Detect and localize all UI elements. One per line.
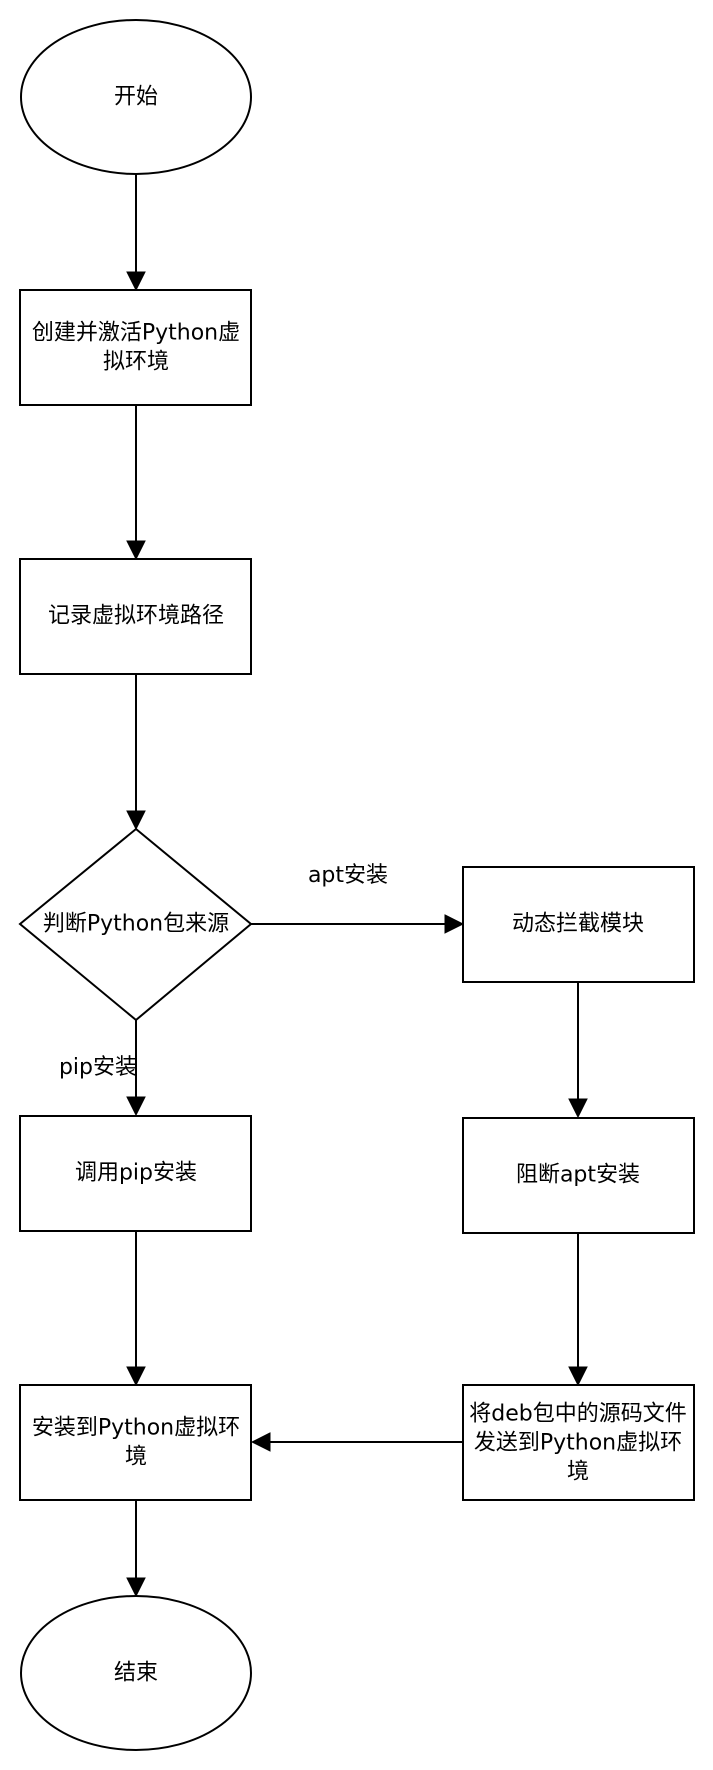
node-send-source: 将deb包中的源码文件 发送到Python虚拟环 境 <box>462 1384 695 1501</box>
arrow-decision-to-intercept <box>444 914 465 934</box>
node-block-apt: 阻断apt安装 <box>462 1117 695 1234</box>
node-install-env-label-1: 安装到Python虚拟环 <box>32 1416 240 1441</box>
arrow-decision-to-pip <box>126 1096 146 1117</box>
node-start: 开始 <box>20 19 252 175</box>
arrow-install-to-end <box>126 1577 146 1598</box>
node-install-env-label-2: 境 <box>125 1445 147 1470</box>
node-record-path: 记录虚拟环境路径 <box>19 558 252 675</box>
node-decision: 判断Python包来源 <box>18 827 253 1022</box>
edge-label-pip: pip安装 <box>59 1055 137 1080</box>
node-end: 结束 <box>20 1595 252 1751</box>
node-pip-install-label: 调用pip安装 <box>75 1161 197 1186</box>
node-start-label: 开始 <box>114 85 158 110</box>
edge-label-apt: apt安装 <box>308 863 388 888</box>
arrow-record-to-decision <box>126 810 146 831</box>
node-send-source-label-3: 境 <box>567 1460 589 1485</box>
arrow-start-to-create <box>126 271 146 292</box>
node-create-env: 创建并激活Python虚 拟环境 <box>19 289 252 406</box>
node-record-path-label: 记录虚拟环境路径 <box>48 604 224 629</box>
node-end-label: 结束 <box>114 1661 158 1686</box>
node-decision-label: 判断Python包来源 <box>43 912 229 937</box>
node-send-source-label-1: 将deb包中的源码文件 <box>469 1402 686 1427</box>
arrow-block-to-send <box>568 1366 588 1387</box>
node-intercept-label: 动态拦截模块 <box>512 912 644 937</box>
node-install-env: 安装到Python虚拟环 境 <box>19 1384 252 1501</box>
arrow-intercept-to-block <box>568 1098 588 1119</box>
node-create-env-label-1: 创建并激活Python虚 <box>32 321 240 346</box>
node-create-env-label-2: 拟环境 <box>103 350 169 375</box>
arrow-create-to-record <box>126 540 146 561</box>
node-block-apt-label: 阻断apt安装 <box>516 1163 640 1188</box>
node-send-source-label-2: 发送到Python虚拟环 <box>474 1431 682 1456</box>
node-pip-install: 调用pip安装 <box>19 1115 252 1232</box>
arrow-send-to-install <box>250 1432 271 1452</box>
arrow-pip-to-install <box>126 1366 146 1387</box>
node-intercept: 动态拦截模块 <box>462 866 695 983</box>
